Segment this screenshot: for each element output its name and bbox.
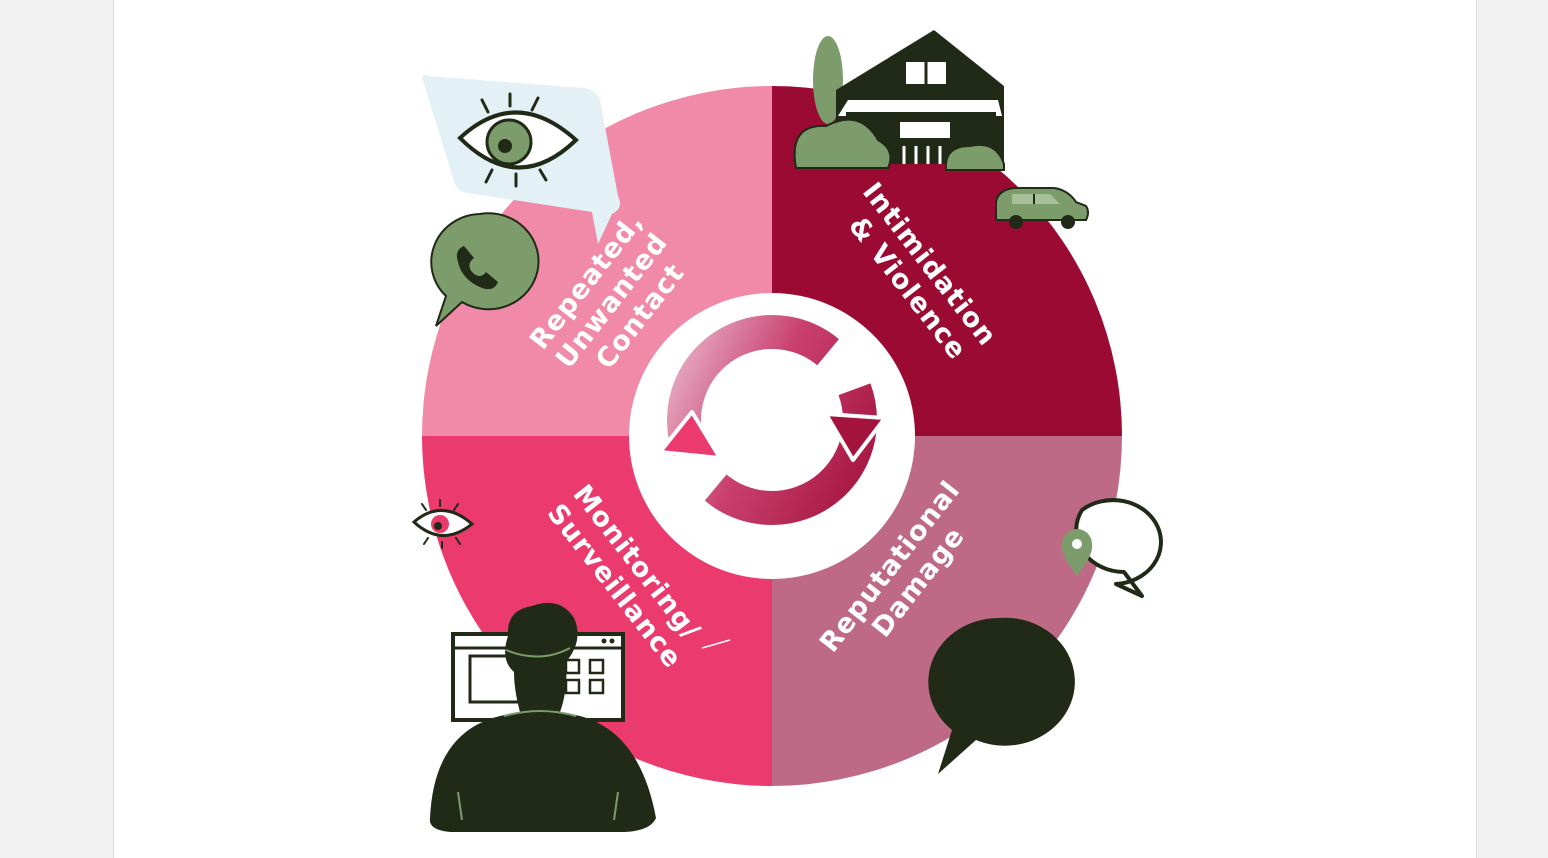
small-eye-icon [411, 499, 475, 549]
house-icon [793, 30, 1005, 171]
phone-speech-bubble-icon [430, 212, 540, 327]
person-at-computer-icon [429, 602, 656, 832]
dark-speech-bubble-icon [928, 617, 1075, 774]
accent-line [701, 639, 731, 649]
eye-speech-bubble-icon [422, 75, 620, 244]
location-pin-bubble-icon [1061, 498, 1163, 598]
car-icon [995, 187, 1089, 229]
cycle-arrows-icon [658, 315, 887, 525]
